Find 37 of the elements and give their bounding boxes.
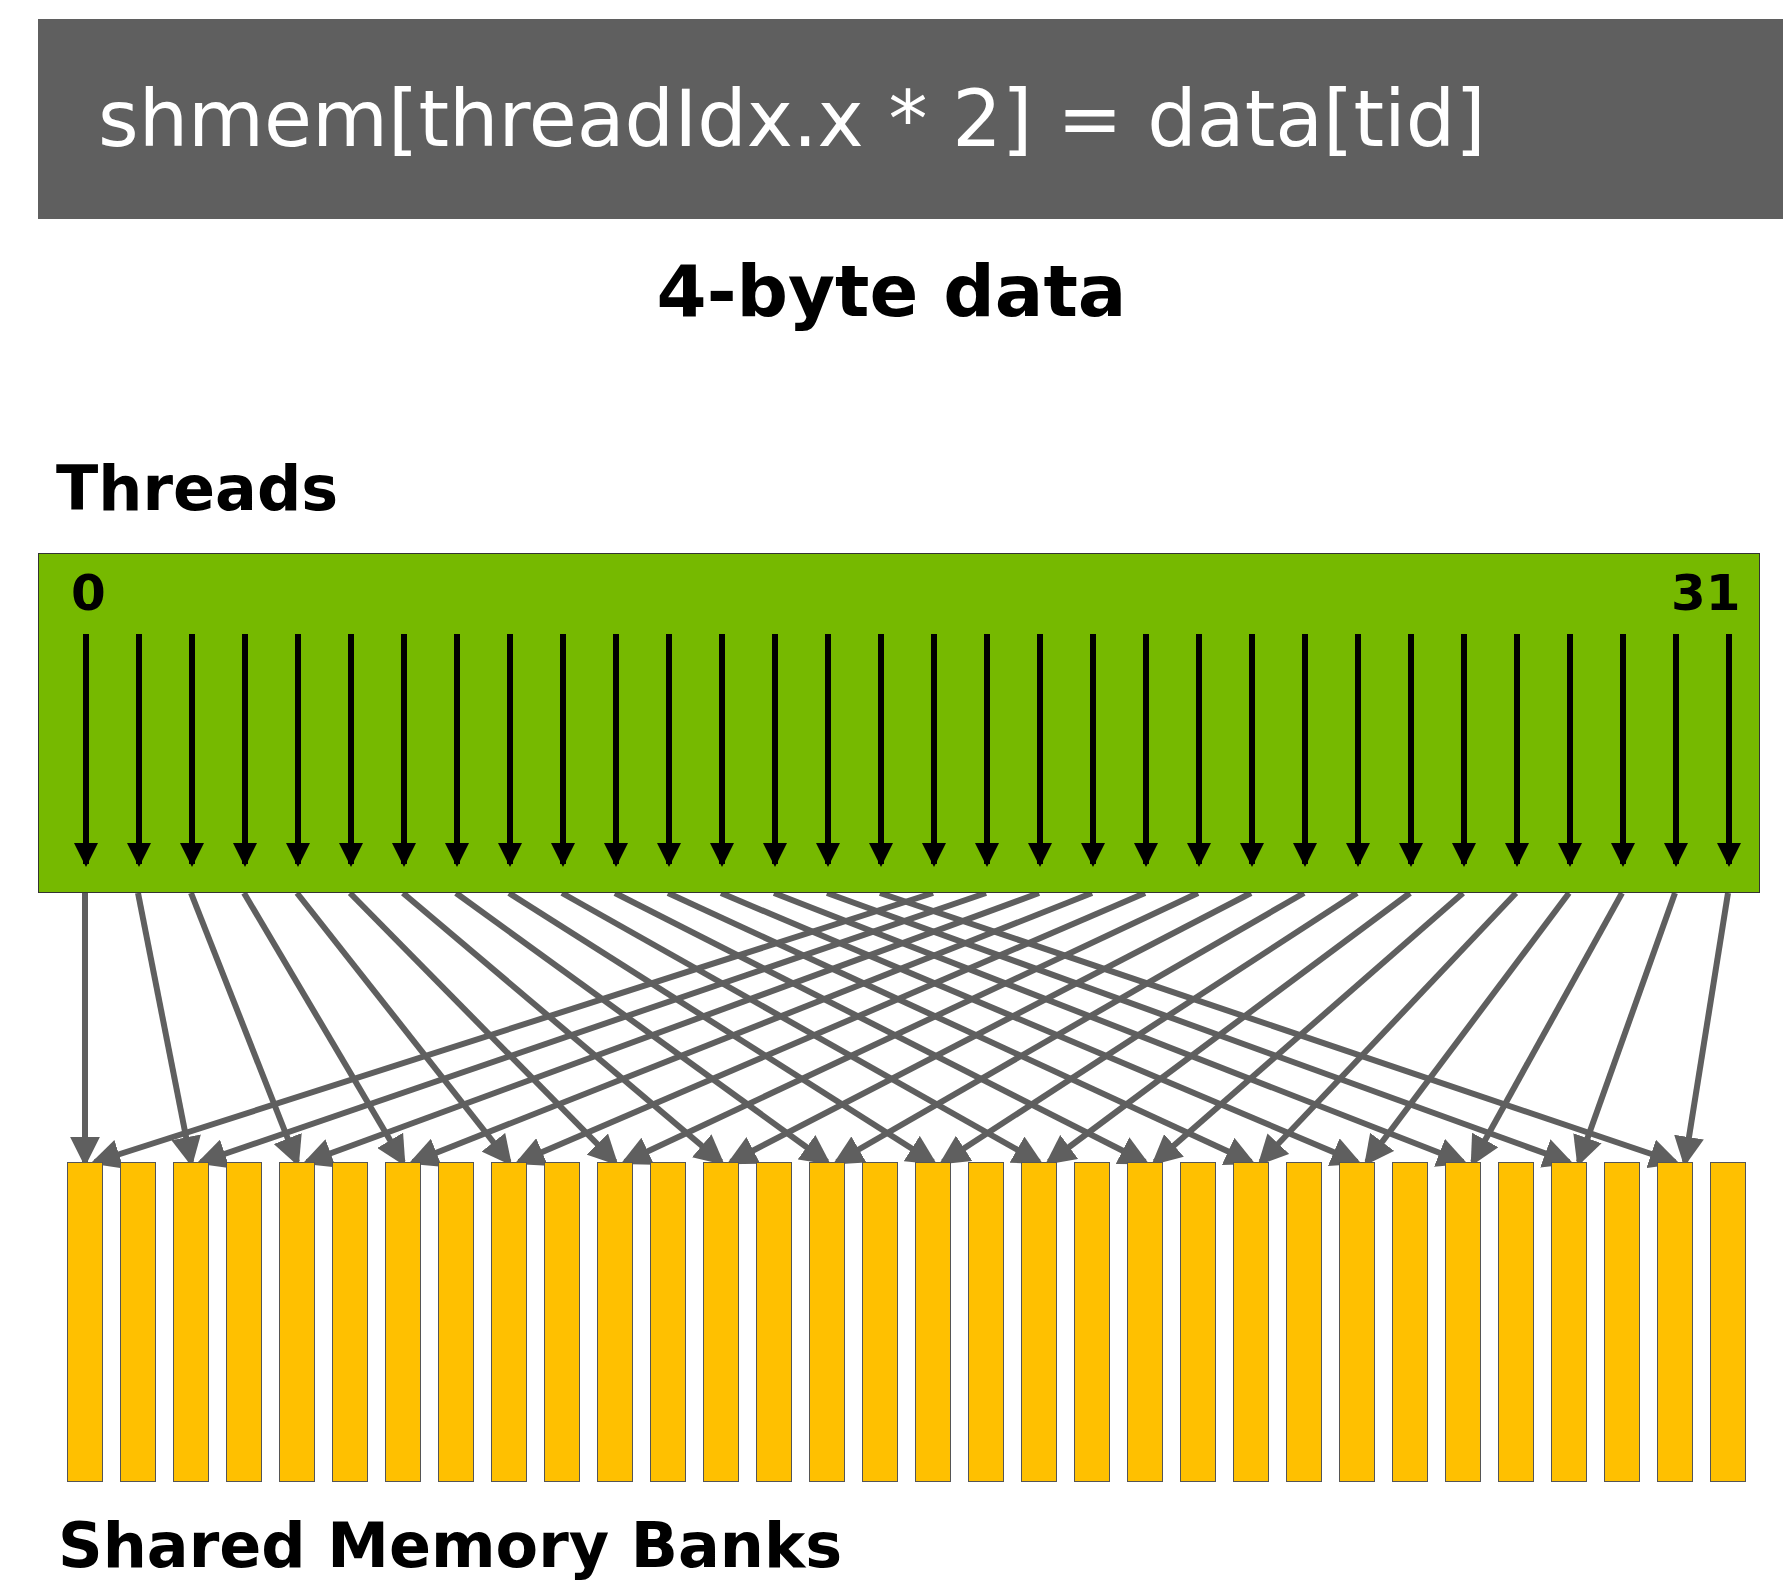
memory-bank xyxy=(1074,1162,1110,1482)
memory-bank xyxy=(1286,1162,1322,1482)
memory-bank xyxy=(332,1162,368,1482)
memory-bank xyxy=(491,1162,527,1482)
memory-bank xyxy=(968,1162,1004,1482)
memory-bank xyxy=(67,1162,103,1482)
memory-bank xyxy=(809,1162,845,1482)
group-heading: Threads xyxy=(56,458,339,520)
thread-index: 0 xyxy=(71,568,106,618)
memory-bank xyxy=(1021,1162,1057,1482)
memory-bank xyxy=(226,1162,262,1482)
memory-bank xyxy=(1551,1162,1587,1482)
code-banner xyxy=(38,19,1783,219)
memory-bank xyxy=(544,1162,580,1482)
memory-bank xyxy=(703,1162,739,1482)
memory-bank xyxy=(385,1162,421,1482)
thread-index: 31 xyxy=(1671,568,1741,618)
memory-bank xyxy=(279,1162,315,1482)
memory-bank xyxy=(915,1162,951,1482)
memory-bank xyxy=(120,1162,156,1482)
memory-bank xyxy=(173,1162,209,1482)
memory-bank xyxy=(1445,1162,1481,1482)
memory-bank xyxy=(1657,1162,1693,1482)
memory-bank xyxy=(1710,1162,1746,1482)
memory-bank xyxy=(1180,1162,1216,1482)
memory-bank xyxy=(438,1162,474,1482)
code-text: shmem[threadIdx.x * 2] = data[tid] xyxy=(98,80,1486,158)
memory-bank xyxy=(1392,1162,1428,1482)
memory-bank xyxy=(1233,1162,1269,1482)
memory-bank xyxy=(1339,1162,1375,1482)
memory-bank xyxy=(1498,1162,1534,1482)
memory-bank xyxy=(1604,1162,1640,1482)
memory-bank xyxy=(1127,1162,1163,1482)
memory-bank xyxy=(756,1162,792,1482)
memory-bank xyxy=(597,1162,633,1482)
memory-bank xyxy=(862,1162,898,1482)
memory-bank xyxy=(650,1162,686,1482)
